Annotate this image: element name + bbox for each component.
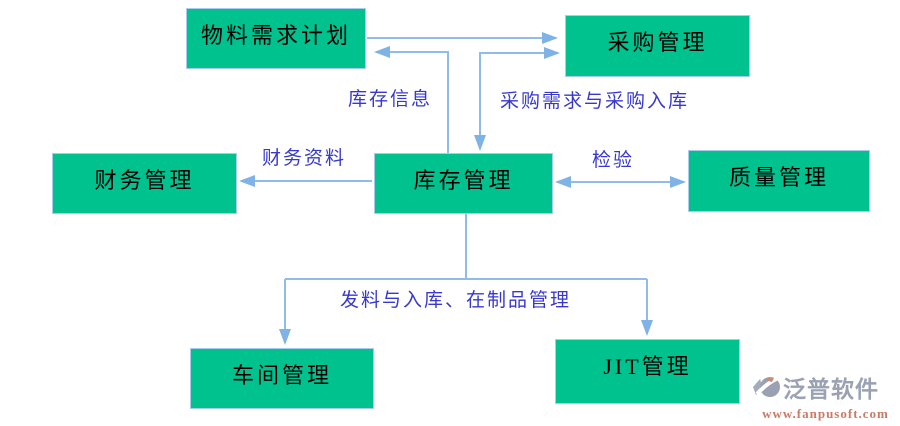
watermark: 泛普软件 www.fanpusoft.com: [753, 374, 898, 422]
node-purchasing-management: 采购管理: [565, 15, 750, 77]
edge-label-finance-data: 财务资料: [262, 148, 347, 169]
edge-inventory-purchase-bidirectional: [474, 47, 560, 151]
watermark-brand-text: 泛普软件: [783, 377, 879, 402]
node-finance-management: 财务管理: [52, 153, 237, 214]
watermark-url-text: www.fanpusoft.com: [762, 406, 889, 421]
node-jit-management: JIT管理: [555, 339, 740, 404]
fanpu-logo-icon: [753, 374, 782, 406]
edge-label-issue-and-receipt: 发料与入库、在制品管理: [340, 290, 572, 311]
node-material-requirements-planning: 物料需求计划: [186, 8, 366, 69]
edge-label-purchase-demand: 采购需求与采购入库: [500, 91, 690, 112]
node-quality-management: 质量管理: [688, 150, 870, 212]
edge-label-inventory-info: 库存信息: [348, 89, 433, 110]
node-inventory-management: 库存管理: [374, 153, 553, 214]
edge-inventory-to-mrp: [374, 46, 449, 153]
edge-label-inspection: 检验: [592, 150, 635, 171]
node-workshop-management: 车间管理: [190, 348, 374, 409]
